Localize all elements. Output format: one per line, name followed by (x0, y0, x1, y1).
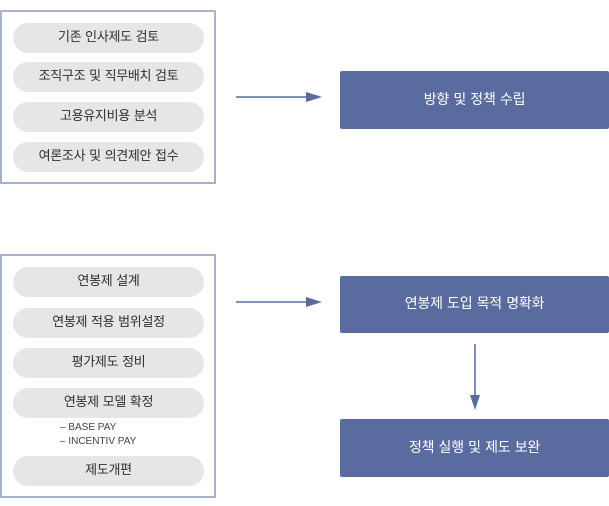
bottom-result-box: 연봉제 도입 목적 명확화 (340, 276, 609, 333)
top-item-3: 고용유지비용 분석 (13, 102, 204, 132)
arrow-top-right (236, 92, 322, 102)
arrow-bottom-right (236, 297, 322, 307)
bottom-process-panel: 연봉제 설계 연봉제 적용 범위설정 평가제도 정비 연봉제 모델 확정 – B… (0, 254, 216, 498)
bottom-item-5: 제도개편 (13, 456, 204, 486)
bottom-item-4: 연봉제 모델 확정 (13, 388, 204, 418)
top-process-panel: 기존 인사제도 검토 조직구조 및 직무배치 검토 고용유지비용 분석 여론조사… (0, 10, 216, 184)
bottom-item-2: 연봉제 적용 범위설정 (13, 308, 204, 338)
top-result-box: 방향 및 정책 수립 (340, 71, 609, 129)
sub-item-base-pay: – BASE PAY (60, 422, 117, 433)
final-box: 정책 실행 및 제도 보완 (340, 419, 609, 477)
bottom-item-1: 연봉제 설계 (13, 267, 204, 297)
top-item-2: 조직구조 및 직무배치 검토 (13, 62, 204, 92)
sub-item-incentive-pay: – INCENTIV PAY (60, 436, 137, 447)
bottom-item-3: 평가제도 정비 (13, 348, 204, 378)
top-item-4: 여론조사 및 의견제안 접수 (13, 142, 204, 172)
arrow-down (470, 344, 480, 410)
top-item-1: 기존 인사제도 검토 (13, 23, 204, 53)
